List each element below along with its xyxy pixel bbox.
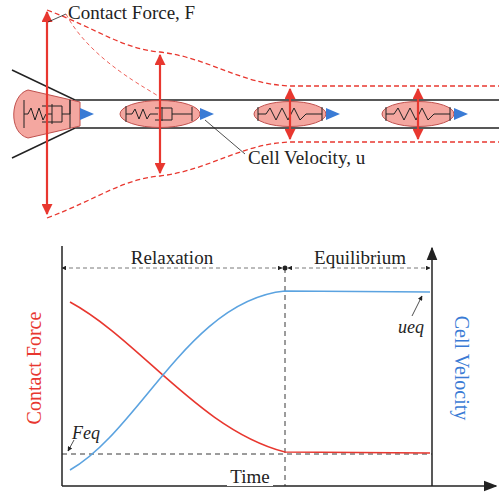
velocity-arrow — [80, 108, 468, 120]
cell — [14, 90, 454, 138]
spring-dashpot-symbol — [24, 100, 450, 128]
channel-wall — [12, 70, 499, 158]
leader-line — [66, 14, 158, 96]
axis-title: Contact Force — [24, 312, 44, 425]
phase-label: Relaxation — [128, 248, 216, 267]
velocity-label: Cell Velocity, u — [248, 148, 365, 167]
leader-line — [205, 120, 245, 154]
axis-title: Cell Velocity — [452, 316, 472, 421]
force-label: Contact Force, F — [68, 3, 195, 22]
phase-label: Equilibrium — [311, 248, 409, 267]
equilibrium-value: ueq — [398, 318, 424, 336]
force-arrow — [47, 12, 418, 214]
axis-title: Time — [227, 467, 272, 486]
force-envelope — [47, 142, 499, 218]
leader-line — [48, 14, 66, 22]
equilibrium-value: Feq — [72, 424, 100, 442]
chart — [62, 246, 496, 486]
